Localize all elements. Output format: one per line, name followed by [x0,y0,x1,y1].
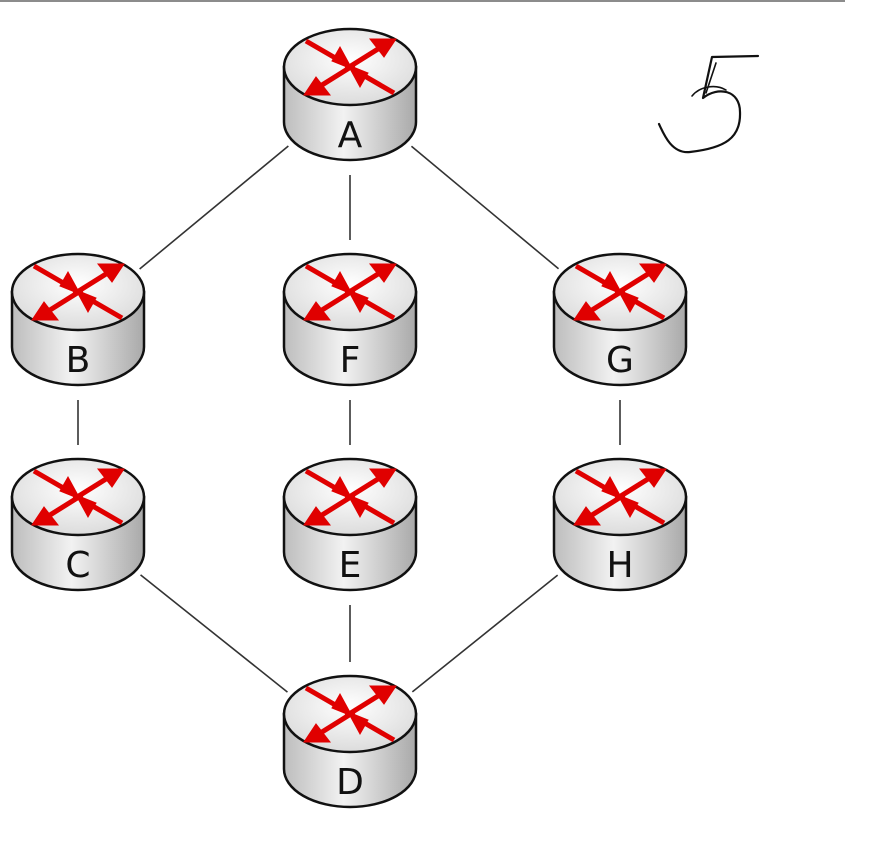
handwritten-note: 5 [700,119,701,121]
link-C-D [140,574,288,693]
router-label: E [339,545,362,586]
router-nodes: A B F G C E H D [10,27,688,809]
router-arrows-icon [303,685,397,743]
router-label: B [66,340,91,381]
router-arrows-icon [31,468,125,526]
router-arrows-icon [303,38,397,96]
router-G[interactable]: G [552,252,688,387]
router-arrows-icon [303,263,397,321]
router-label: D [336,762,364,803]
router-label: G [606,340,634,381]
link-H-D [411,574,559,693]
link-A-B [139,145,289,270]
router-arrows-icon [573,263,667,321]
router-label: C [65,545,90,586]
handwritten-mark-stroke [691,62,727,97]
router-H[interactable]: H [552,457,688,592]
router-arrows-icon [31,263,125,321]
router-B[interactable]: B [10,252,146,387]
router-arrows-icon [573,468,667,526]
router-label: F [340,340,361,381]
router-F[interactable]: F [282,252,418,387]
router-arrows-icon [303,468,397,526]
router-E[interactable]: E [282,457,418,592]
network-links [77,145,621,693]
router-C[interactable]: C [10,457,146,592]
router-label: A [338,115,363,156]
handwritten-mark [657,54,760,154]
router-label: H [606,545,633,586]
router-A[interactable]: A [282,27,418,162]
router-D[interactable]: D [282,674,418,809]
link-A-G [410,145,560,270]
